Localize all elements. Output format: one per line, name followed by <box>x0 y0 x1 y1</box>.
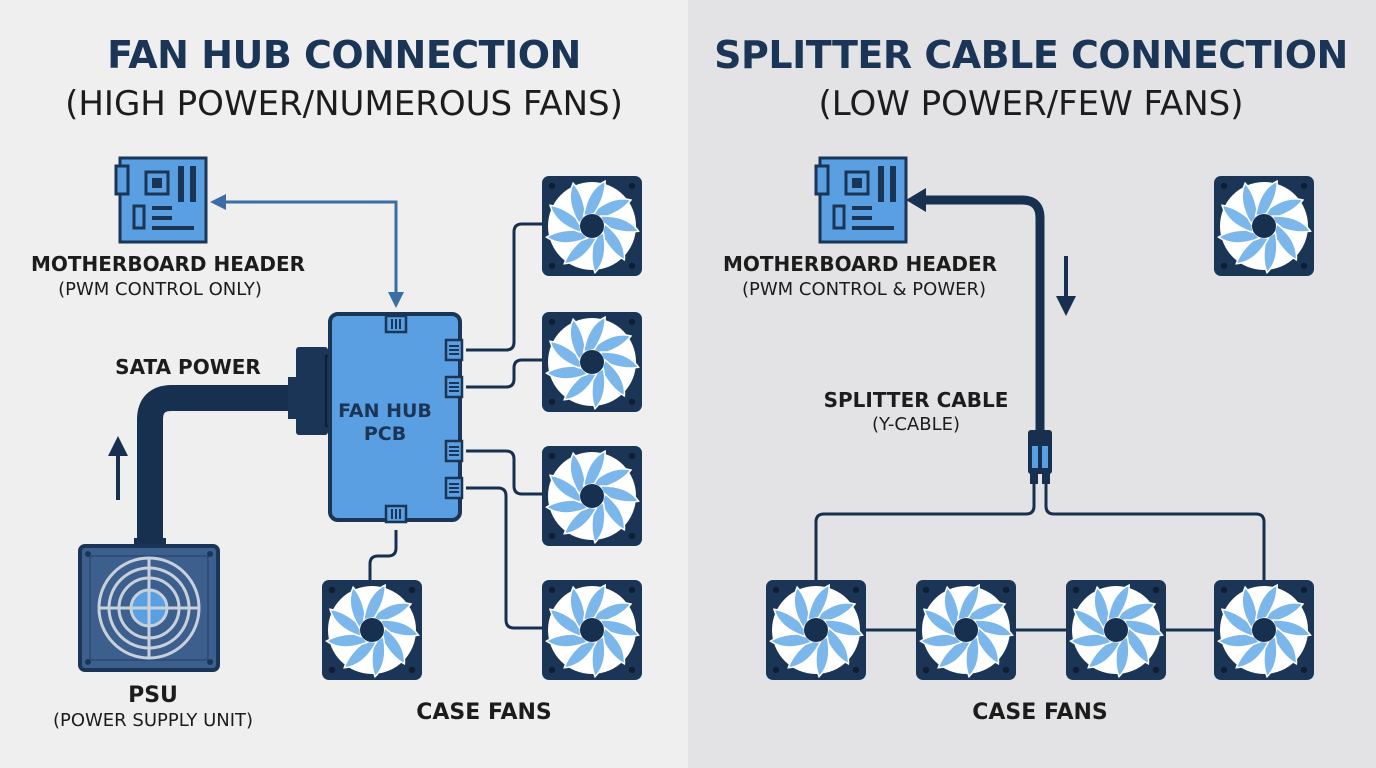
fan-icon <box>1213 175 1315 277</box>
arrowhead-down-hub <box>388 292 404 308</box>
fan-icon <box>1213 579 1315 681</box>
splitter-cable-sublabel: (Y-CABLE) <box>871 414 961 435</box>
right-subtitle: (LOW POWER/FEW FANS) <box>818 84 1244 124</box>
sata-power-label: SATA POWER <box>115 355 261 379</box>
right-case-fans-label: CASE FANS <box>972 700 1108 725</box>
fan-icon <box>541 445 643 547</box>
psu-cable <box>137 385 296 548</box>
splitter-connector <box>1028 430 1052 484</box>
arrowhead-left-mobo-right <box>906 188 926 212</box>
left-subtitle: (HIGH POWER/NUMEROUS FANS) <box>65 84 623 124</box>
psu-icon <box>78 538 220 672</box>
motherboard-icon <box>814 156 908 244</box>
sata-plug <box>296 347 328 435</box>
hub-port-right-2 <box>444 375 464 399</box>
fan-icon <box>1065 579 1167 681</box>
hub-label-line2: PCB <box>363 423 407 445</box>
left-title: FAN HUB CONNECTION <box>107 33 581 77</box>
hub-label-line1: FAN HUB <box>338 400 432 422</box>
fan-icon <box>765 579 867 681</box>
hub-fan-cables <box>368 222 544 630</box>
hub-port-right-3 <box>444 439 464 463</box>
right-motherboard-label: MOTHERBOARD HEADER <box>722 252 998 276</box>
psu-label: PSU <box>128 683 178 708</box>
motherboard-cable <box>922 195 1045 432</box>
down-arrowhead <box>1056 296 1076 316</box>
left-motherboard-label: MOTHERBOARD HEADER <box>30 252 306 276</box>
left-motherboard-sublabel: (PWM CONTROL ONLY) <box>58 279 262 300</box>
hub-port-right-4 <box>444 476 464 500</box>
hub-port-right-1 <box>444 338 464 362</box>
splitter-cable-label: SPLITTER CABLE <box>823 388 1009 412</box>
fan-icon <box>321 579 423 681</box>
fan-icon <box>541 311 643 413</box>
motherboard-to-hub-arrow <box>222 200 398 296</box>
hub-port-top <box>384 314 408 334</box>
hub-port-bottom <box>384 504 408 524</box>
arrowhead-left-mobo <box>210 194 226 210</box>
splitter-branches <box>814 484 1266 632</box>
fan-icon <box>541 579 643 681</box>
psu-up-arrowhead <box>108 436 128 456</box>
right-motherboard-sublabel: (PWM CONTROL & POWER) <box>741 279 987 300</box>
fan-icon <box>541 175 643 277</box>
fan-icon <box>915 579 1017 681</box>
psu-sublabel: (POWER SUPPLY UNIT) <box>52 710 254 731</box>
motherboard-icon <box>114 156 208 244</box>
right-title: SPLITTER CABLE CONNECTION <box>714 33 1348 77</box>
left-case-fans-label: CASE FANS <box>416 700 552 725</box>
